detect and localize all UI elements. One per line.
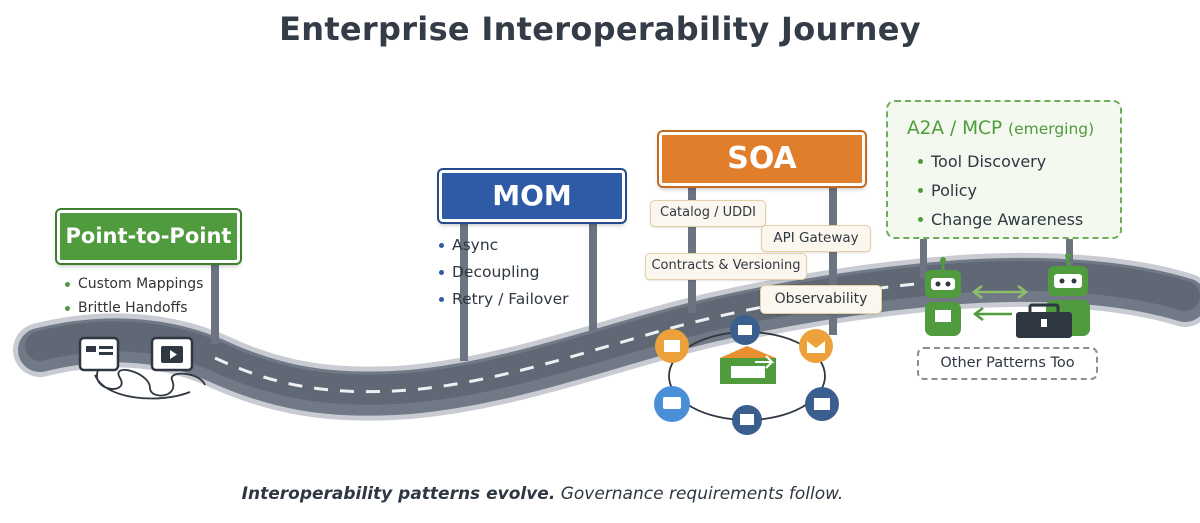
- toolbox-icon: [1016, 303, 1072, 338]
- stage-title-a2a-mcp: A2A / MCP (emerging): [907, 118, 1094, 139]
- stage-sign-point-to-point: Point-to-Point: [57, 210, 240, 263]
- page-title: Enterprise Interoperability Journey: [279, 10, 921, 48]
- stage-qualifier: (emerging): [1008, 120, 1095, 138]
- stage-box-a2a-mcp: [886, 100, 1122, 239]
- caption: Interoperability patterns evolve. Govern…: [0, 484, 1085, 504]
- media-system-icon: [150, 336, 194, 372]
- caption-emphasis: Interoperability patterns evolve.: [241, 484, 556, 504]
- stage-sign-soa: SOA: [659, 132, 865, 186]
- list-item: Tool Discovery: [908, 147, 1083, 176]
- stage-label: A2A / MCP: [907, 118, 1003, 139]
- mom-list: Async Decoupling Retry / Failover: [437, 232, 568, 313]
- legacy-system-icon: [78, 336, 120, 372]
- list-item: Async: [437, 232, 568, 259]
- stage-sign-mom: MOM: [439, 170, 625, 222]
- point-to-point-list: Custom Mappings Brittle Handoffs: [63, 272, 203, 320]
- list-item: Change Awareness: [908, 205, 1083, 234]
- soa-tag-api-gateway: API Gateway: [761, 225, 871, 252]
- list-item: Custom Mappings: [63, 272, 203, 296]
- other-patterns-box: Other Patterns Too: [917, 347, 1098, 380]
- list-item: Retry / Failover: [437, 286, 568, 313]
- soa-tag-observability: Observability: [760, 285, 882, 314]
- a2a-list: Tool Discovery Policy Change Awareness: [908, 147, 1083, 234]
- road-center-line: [214, 278, 961, 394]
- tangled-wires-icon: [94, 369, 206, 400]
- list-item: Decoupling: [437, 259, 568, 286]
- service-node-icon: [654, 315, 839, 435]
- list-item: Brittle Handoffs: [63, 296, 203, 320]
- soa-tag-catalog: Catalog / UDDI: [650, 200, 766, 227]
- soa-tag-contracts: Contracts & Versioning: [645, 253, 807, 280]
- caption-rest: Governance requirements follow.: [560, 484, 844, 504]
- sign-posts: [211, 185, 1073, 361]
- list-item: Policy: [908, 176, 1083, 205]
- road: [13, 252, 1200, 421]
- exchange-arrows-icon: [971, 285, 1029, 321]
- agent-robot-icon: [925, 257, 961, 336]
